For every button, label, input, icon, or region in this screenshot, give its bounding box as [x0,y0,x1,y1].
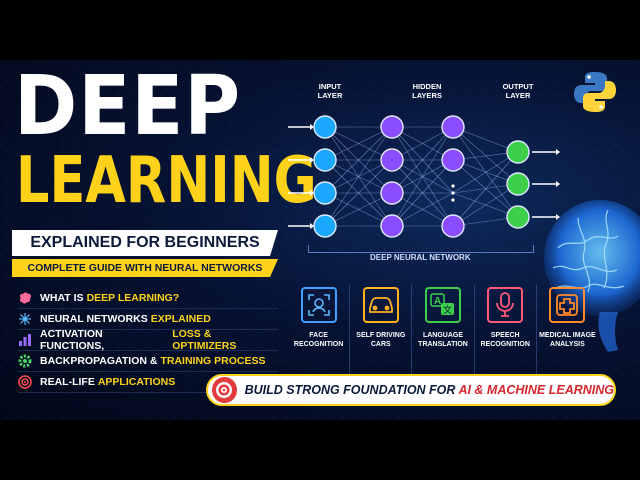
network-icon [18,312,32,326]
network-node [506,140,530,164]
topic-highlight: EXPLAINED [150,313,211,325]
python-logo-icon [574,72,616,112]
connection-line [324,159,393,227]
connection-line [391,126,454,194]
input-arrowhead [310,124,314,130]
output-arrowhead [556,181,560,187]
title-line-1: DEEP [14,60,242,154]
app-label: LANGUAGE TRANSLATION [418,332,468,348]
topic-text: WHAT IS [40,292,84,304]
banner-text: BUILD STRONG FOUNDATION FOR AI & MACHINE… [245,383,614,397]
topic-item: ACTIVATION FUNCTIONS, LOSS & OPTIMIZERS [18,328,278,352]
input-arrowhead [310,157,314,163]
app-card: FACE RECOGNITION [288,285,351,375]
microphone-icon [487,287,524,323]
connection-line [391,159,454,227]
connection-line [452,183,519,227]
banner-text-main: BUILD STRONG FOUNDATION FOR [244,383,459,397]
network-node [380,214,404,238]
topic-item: BACKPROPAGATION & TRAINING PROCESS [18,351,278,372]
car-icon [362,287,399,323]
connection-line [324,192,393,227]
app-card: SPEECH RECOGNITION [475,285,537,375]
output-arrowhead [556,214,560,220]
app-label: FACE RECOGNITION [293,332,344,348]
network-node [380,115,404,139]
app-card: MEDICAL IMAGE ANALYSIS [537,285,598,375]
topic-text: NEURAL NETWORKS [40,313,148,325]
input-arrowhead [310,190,314,196]
topic-highlight: DEEP LEARNING? [86,292,180,304]
network-node [313,148,337,172]
title-line-2: LEARNING [16,144,317,218]
network-node [313,115,337,139]
output-layer-label: OUTPUT LAYER [502,82,534,100]
network-node [441,115,465,139]
bar-chart-icon [18,333,32,347]
network-node [313,214,337,238]
connection-line [391,126,454,227]
app-label: SPEECH RECOGNITION [480,332,530,348]
medical-cross-icon [549,287,586,323]
network-node [380,181,404,205]
topic-list: WHAT IS DEEP LEARNING? NEURAL NETWORKS E… [18,288,278,393]
svg-text:文: 文 [443,304,452,316]
subtitle-banner: EXPLAINED FOR BEGINNERS [12,230,278,256]
network-node [380,148,404,172]
input-arrowhead [310,223,314,229]
glowing-brain-icon [544,200,640,352]
app-label: SELF DRIVING CARS [356,332,406,348]
face-scan-icon [300,287,337,323]
topic-text: BACKPROPAGATION & [40,355,158,367]
bullseye-icon [212,377,237,403]
network-node [506,205,530,229]
connection-line [324,126,393,227]
neural-network-diagram: INPUT LAYER HIDDEN LAYERS OUTPUT LAYER [282,60,582,275]
ellipsis-dot [451,184,455,188]
network-graph [288,115,560,238]
connection-line [452,151,519,227]
topic-highlight: LOSS & OPTIMIZERS [172,328,237,352]
input-layer-label: INPUT LAYER [317,82,343,100]
tagline-banner: COMPLETE GUIDE WITH NEURAL NETWORKS [12,259,278,277]
foundation-banner: BUILD STRONG FOUNDATION FOR AI & MACHINE… [206,374,616,406]
network-bracket [308,245,534,253]
banner-highlight: AI & MACHINE LEARNING [458,383,614,397]
connection-line [324,126,393,194]
topic-text: REAL-LIFE [40,376,95,388]
app-label: MEDICAL IMAGE ANALYSIS [539,332,596,348]
topic-item: WHAT IS DEEP LEARNING? [18,288,278,309]
hidden-layers-label: HIDDEN LAYERS [412,82,442,100]
network-node [441,214,465,238]
topic-item: NEURAL NETWORKS EXPLAINED [18,309,278,330]
output-arrowhead [556,149,560,155]
topic-highlight: TRAINING PROCESS [160,355,266,367]
network-node [441,148,465,172]
app-card: SELF DRIVING CARS [350,285,413,375]
target-icon [18,375,32,389]
connection-line [324,126,393,161]
topic-text: ACTIVATION FUNCTIONS, [40,328,105,352]
topic-item: REAL-LIFE APPLICATIONS [18,372,278,393]
brain-icon [18,291,32,305]
ellipsis-dot [451,191,455,195]
connection-line [452,151,519,194]
thumbnail: DEEP LEARNING EXPLAINED FOR BEGINNERS CO… [0,60,640,420]
gear-icon [18,354,32,368]
ellipsis-dot [451,198,455,202]
network-node [313,181,337,205]
network-node [506,172,530,196]
topic-highlight: APPLICATIONS [97,376,176,388]
network-caption: DEEP NEURAL NETWORK [370,253,471,262]
connection-line [452,126,519,185]
svg-text:A: A [434,296,441,307]
